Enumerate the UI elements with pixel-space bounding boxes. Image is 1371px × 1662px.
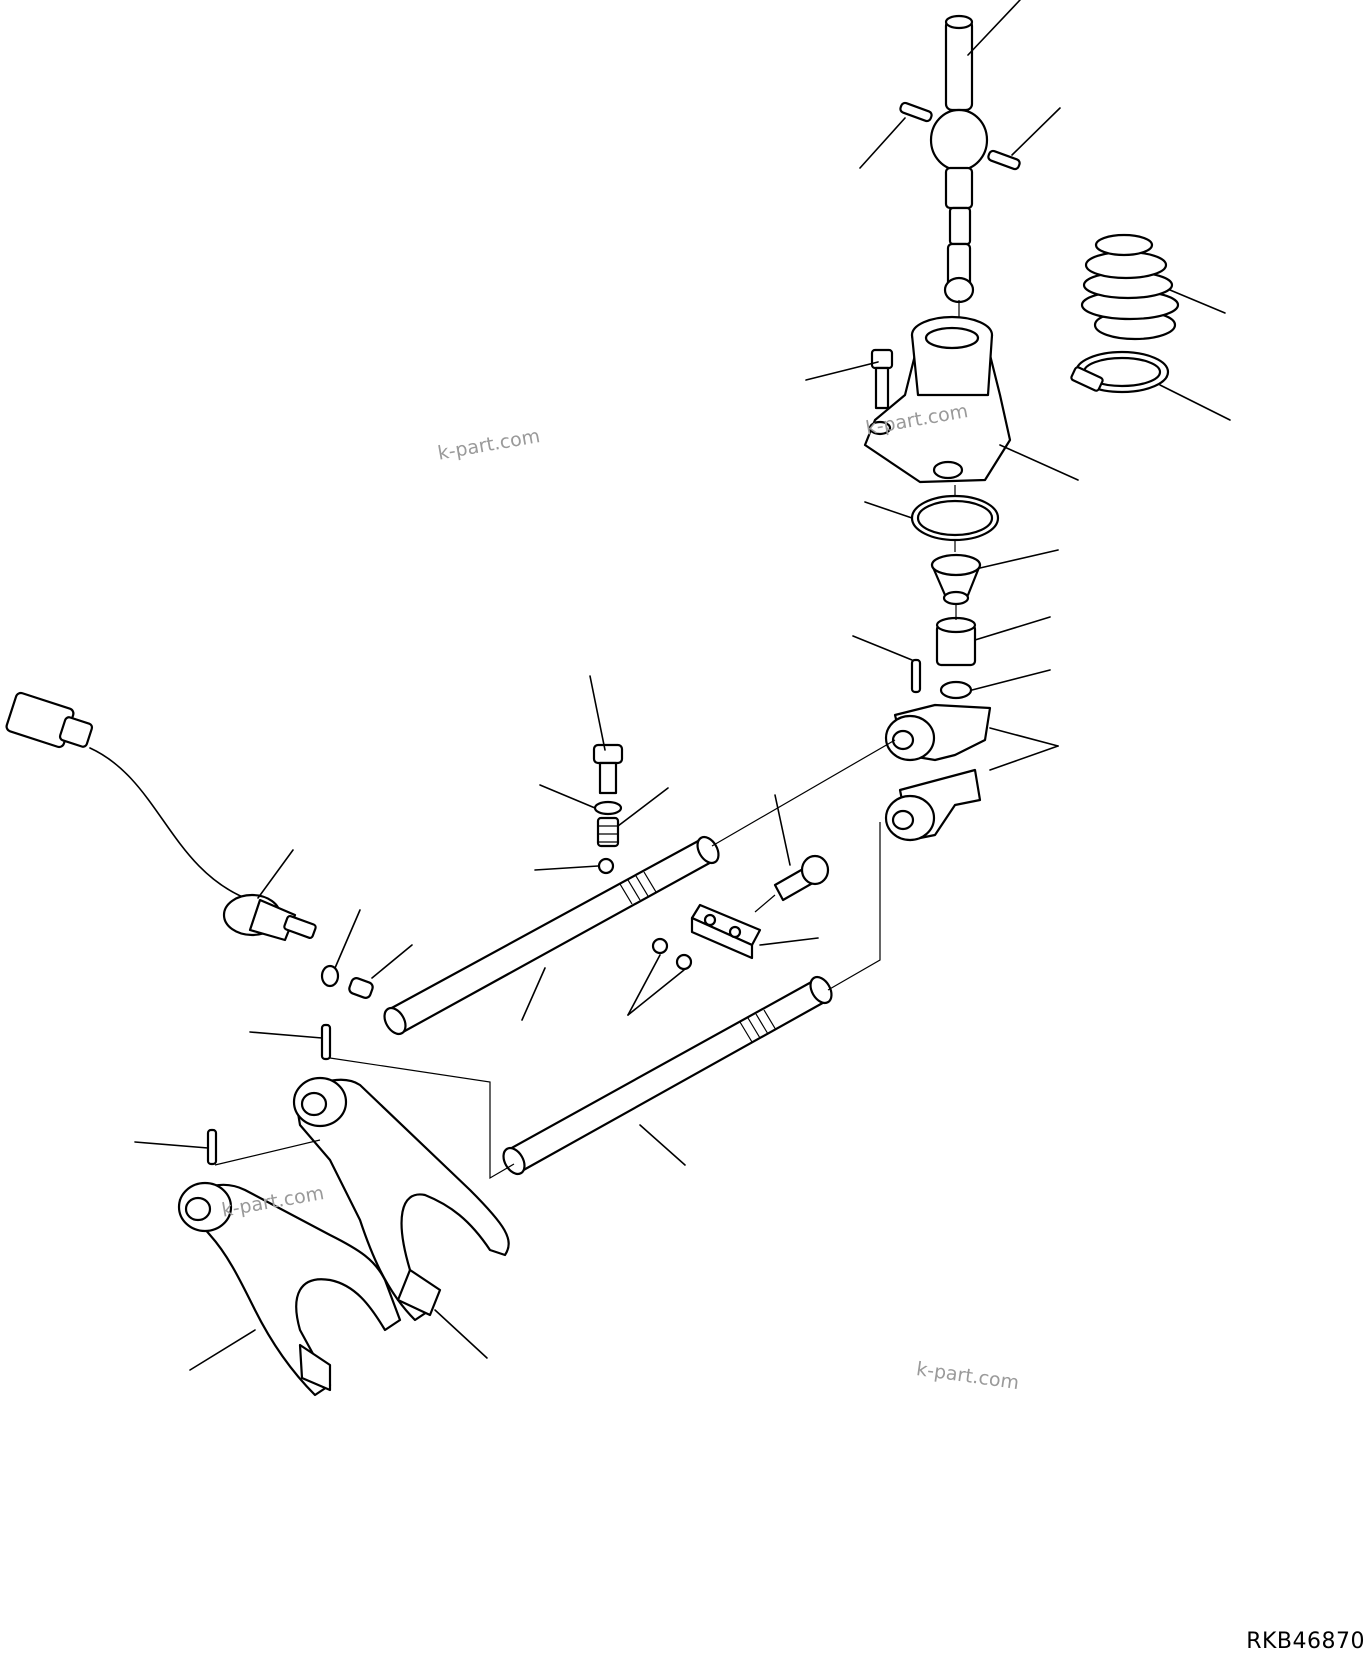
gear-lever-shaft [929, 14, 989, 304]
socket-bolt [773, 854, 830, 902]
fork-pin-lower [206, 1128, 218, 1166]
detent-plate [690, 903, 762, 960]
lever-housing [863, 315, 1012, 484]
leader-lines [134, 0, 1231, 1371]
switch-wire [89, 747, 251, 901]
neutral-switch [222, 893, 317, 942]
o-ring-large [910, 494, 1000, 542]
shift-fork-lower [177, 1181, 402, 1397]
spring-pin-left [899, 101, 933, 123]
housing-bolt [870, 348, 894, 410]
detent-balls [651, 937, 693, 971]
shift-fork-upper [292, 1076, 510, 1322]
detent-washer [593, 800, 623, 816]
lever-block-upper [884, 703, 992, 762]
switch-connector [5, 691, 94, 749]
detent-spring [596, 816, 620, 848]
snap-ring [939, 680, 973, 700]
spring-pin-block [910, 658, 922, 694]
lever-block-lower [884, 768, 982, 842]
spring-pin-right [987, 149, 1021, 171]
hose-clamp [1070, 350, 1170, 394]
rubber-boot [1080, 233, 1180, 341]
assembly-lines [214, 300, 960, 1180]
switch-o-ring [320, 964, 340, 988]
shift-shaft-upper [383, 835, 720, 1036]
drawing-code: RKB46870 [1246, 1629, 1365, 1654]
switch-plunger [348, 977, 374, 999]
shift-shaft-lower [502, 975, 833, 1176]
bushing [935, 616, 977, 667]
detent-bolt [592, 743, 624, 795]
fork-pin-upper [320, 1023, 332, 1061]
spring-seat [930, 553, 982, 606]
detent-ball [597, 857, 615, 875]
